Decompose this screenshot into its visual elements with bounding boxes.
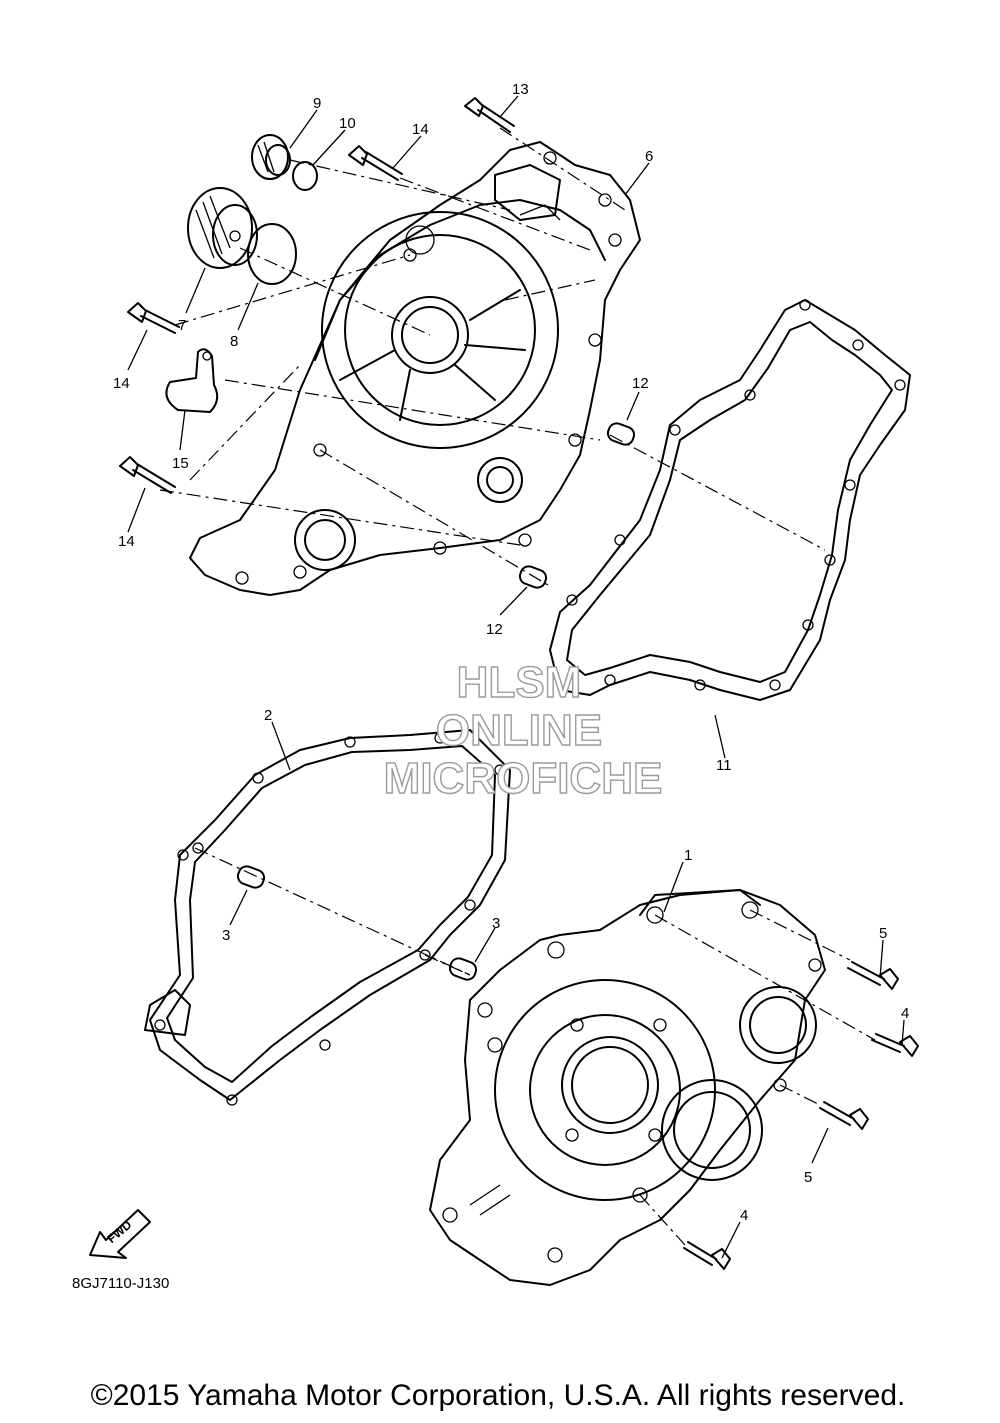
clamp-15 bbox=[165, 348, 219, 413]
callout-14: 14 bbox=[118, 533, 135, 550]
dowel-pins-3 bbox=[236, 865, 478, 981]
callout-12: 12 bbox=[632, 375, 649, 392]
gasket-11 bbox=[549, 299, 911, 701]
crankcase-cover-6 bbox=[189, 141, 641, 596]
callout-15: 15 bbox=[172, 455, 189, 472]
callout-12: 12 bbox=[486, 621, 503, 638]
copyright-text: ©2015 Yamaha Motor Corporation, U.S.A. A… bbox=[91, 1379, 906, 1412]
plug-9 bbox=[251, 134, 291, 180]
callout-9: 9 bbox=[313, 95, 321, 112]
callout-4: 4 bbox=[901, 1005, 909, 1022]
alignment-lines-lower bbox=[194, 847, 876, 1246]
diagram-code: 8GJ7110-J130 bbox=[72, 1275, 169, 1292]
callout-8: 8 bbox=[230, 333, 238, 350]
callout-6: 6 bbox=[645, 148, 653, 165]
plug-7 bbox=[187, 187, 258, 269]
watermark: HLSM ONLINE MICROFICHE bbox=[383, 657, 663, 803]
alignment-lines-upper bbox=[159, 127, 826, 586]
bolts-upper bbox=[119, 97, 515, 494]
callout-3: 3 bbox=[222, 927, 230, 944]
leader-lines bbox=[127, 95, 905, 1259]
bolts-lower bbox=[683, 961, 919, 1270]
callout-7: 7 bbox=[178, 317, 186, 334]
gasket-2 bbox=[144, 729, 511, 1106]
callout-4: 4 bbox=[740, 1207, 748, 1224]
callout-5: 5 bbox=[879, 925, 887, 942]
callout-14: 14 bbox=[412, 121, 429, 138]
dowel-pins-12 bbox=[518, 422, 636, 589]
o-ring-8 bbox=[247, 223, 297, 285]
fwd-arrow-icon: FWD bbox=[89, 1209, 151, 1259]
callout-2: 2 bbox=[264, 707, 272, 724]
callout-13: 13 bbox=[512, 81, 529, 98]
callout-5: 5 bbox=[804, 1169, 812, 1186]
callout-labels: 9 10 14 13 6 7 8 14 15 14 12 12 11 2 1 3… bbox=[113, 81, 909, 1224]
callout-10: 10 bbox=[339, 115, 356, 132]
watermark-line-1: HLSM bbox=[457, 658, 582, 707]
callout-3: 3 bbox=[492, 915, 500, 932]
callout-1: 1 bbox=[684, 847, 692, 864]
callout-14: 14 bbox=[113, 375, 130, 392]
callout-11: 11 bbox=[716, 757, 732, 774]
watermark-line-2: ONLINE bbox=[436, 706, 602, 755]
o-ring-10 bbox=[292, 161, 318, 191]
watermark-line-3: MICROFICHE bbox=[384, 754, 663, 803]
crankcase-cover-1 bbox=[429, 889, 826, 1286]
